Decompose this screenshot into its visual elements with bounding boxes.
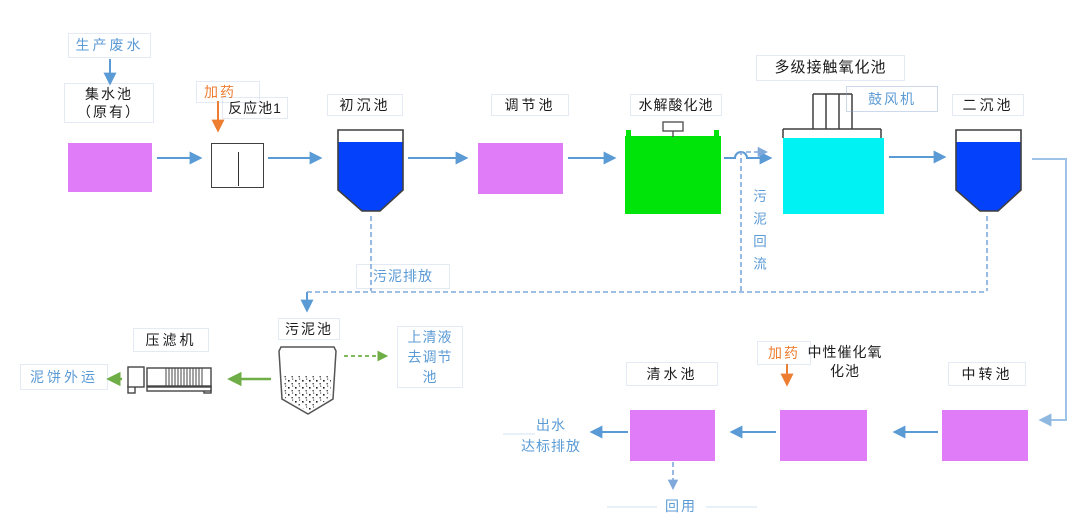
connector-secondary-to-transfer	[1032, 158, 1067, 427]
secondary-sed-freeboard	[956, 130, 1021, 142]
secondary-sed-fill	[956, 142, 1021, 211]
hydrolysis-tank-label: 水解酸化池	[630, 94, 722, 116]
transfer-tank-shape	[942, 410, 1028, 461]
cake-out-label-text: 泥饼外运	[30, 368, 98, 385]
primary-sed-freeboard	[338, 130, 403, 142]
catalytic-label-line2: 化池	[830, 363, 860, 379]
hydrolysis-tank-rim-left	[626, 130, 631, 137]
hydrolysis-tank-label-text: 水解酸化池	[638, 96, 714, 113]
transfer-tank-label-text: 中转池	[961, 365, 1013, 382]
secondary-sed-outline	[955, 129, 1022, 212]
catalytic-tank-shape	[780, 410, 867, 461]
primary-sed-label-text: 初沉池	[339, 96, 391, 113]
collect-tank-label-line1: 集水池	[85, 85, 133, 102]
sludge-tank-shape	[278, 346, 337, 415]
mixer-icon	[662, 121, 684, 137]
reaction-tank-shape	[211, 143, 264, 188]
supernatant-label-line2: 去调节	[407, 349, 453, 365]
collect-tank-shape	[68, 143, 152, 192]
secondary-sed-label-text: 二沉池	[962, 96, 1014, 113]
primary-sed-outline	[337, 129, 404, 212]
effluent-label: 出水 达标排放	[510, 413, 592, 459]
oxidation-tank-label-text: 多级接触氧化池	[774, 59, 887, 77]
dosing-label-2: 加药	[757, 341, 811, 365]
hydrolysis-tank-rim-right	[714, 130, 719, 137]
filter-press-label-text: 压滤机	[145, 331, 197, 348]
supernatant-label-line3: 池	[422, 369, 438, 385]
clear-water-tank-label: 清水池	[626, 362, 718, 386]
blower-label: 鼓风机	[846, 86, 938, 112]
clear-water-label-text: 清水池	[646, 365, 698, 382]
supernatant-label: 上清液 去调节 池	[397, 326, 463, 388]
sludge-return-label-text: 污泥回流	[751, 189, 766, 279]
secondary-sedimentation-label: 二沉池	[952, 94, 1024, 116]
sludge-tank-outline	[278, 346, 337, 415]
sludge-stipple	[284, 376, 331, 411]
effluent-label-line1: 出水	[536, 417, 566, 433]
cake-out-label: 泥饼外运	[20, 364, 108, 390]
regulating-tank-label: 调节池	[491, 94, 569, 116]
effluent-label-line2: 达标排放	[521, 438, 581, 454]
dosing-label-1: 加药	[196, 81, 260, 103]
regulating-tank-label-text: 调节池	[504, 96, 556, 113]
reuse-label-text: 回用	[665, 497, 697, 514]
sludge-tank-label: 污泥池	[278, 318, 340, 340]
blower-label-text: 鼓风机	[868, 90, 916, 107]
hydrolysis-tank-shape	[625, 136, 721, 214]
dosing-label-2-text: 加药	[768, 344, 800, 361]
green-arrows	[106, 350, 389, 387]
regulating-tank-shape	[478, 143, 563, 194]
influent-label: 生产废水	[68, 33, 151, 58]
filter-press-label: 压滤机	[133, 328, 209, 352]
clear-water-tank-shape	[630, 410, 715, 461]
catalytic-label-line1: 中性催化氧	[807, 344, 883, 360]
collect-tank-label-line2: （原有）	[77, 104, 141, 120]
sludge-discharge-label-text: 污泥排放	[373, 268, 433, 285]
primary-sed-fill	[338, 142, 403, 211]
oxidation-tank-shape	[783, 138, 884, 214]
dosing-label-1-text: 加药	[204, 83, 236, 100]
influent-label-text: 生产废水	[75, 37, 144, 54]
collect-tank-label: 集水池 （原有）	[64, 83, 154, 123]
filter-press-icon	[127, 366, 212, 394]
sludge-discharge-label: 污泥排放	[356, 264, 450, 289]
secondary-sedimentation-shape	[955, 129, 1022, 212]
primary-sedimentation-label: 初沉池	[327, 94, 403, 116]
primary-sedimentation-shape	[337, 129, 404, 212]
supernatant-label-line1: 上清液	[407, 329, 453, 345]
arrow-hydrolysis-to-oxidation	[724, 151, 773, 165]
reaction-tank-divider	[237, 152, 239, 186]
sludge-return-label: 污泥回流	[746, 188, 770, 280]
oxidation-tank-label: 多级接触氧化池	[756, 55, 905, 81]
sludge-tank-label-text: 污泥池	[285, 320, 333, 337]
reaction-tank-label: 反应池1	[222, 97, 288, 119]
reaction-tank-label-text: 反应池1	[228, 99, 282, 116]
transfer-tank-label: 中转池	[948, 362, 1026, 386]
catalytic-tank-label: 中性催化氧 化池	[801, 341, 889, 383]
reuse-label: 回用	[650, 494, 712, 518]
